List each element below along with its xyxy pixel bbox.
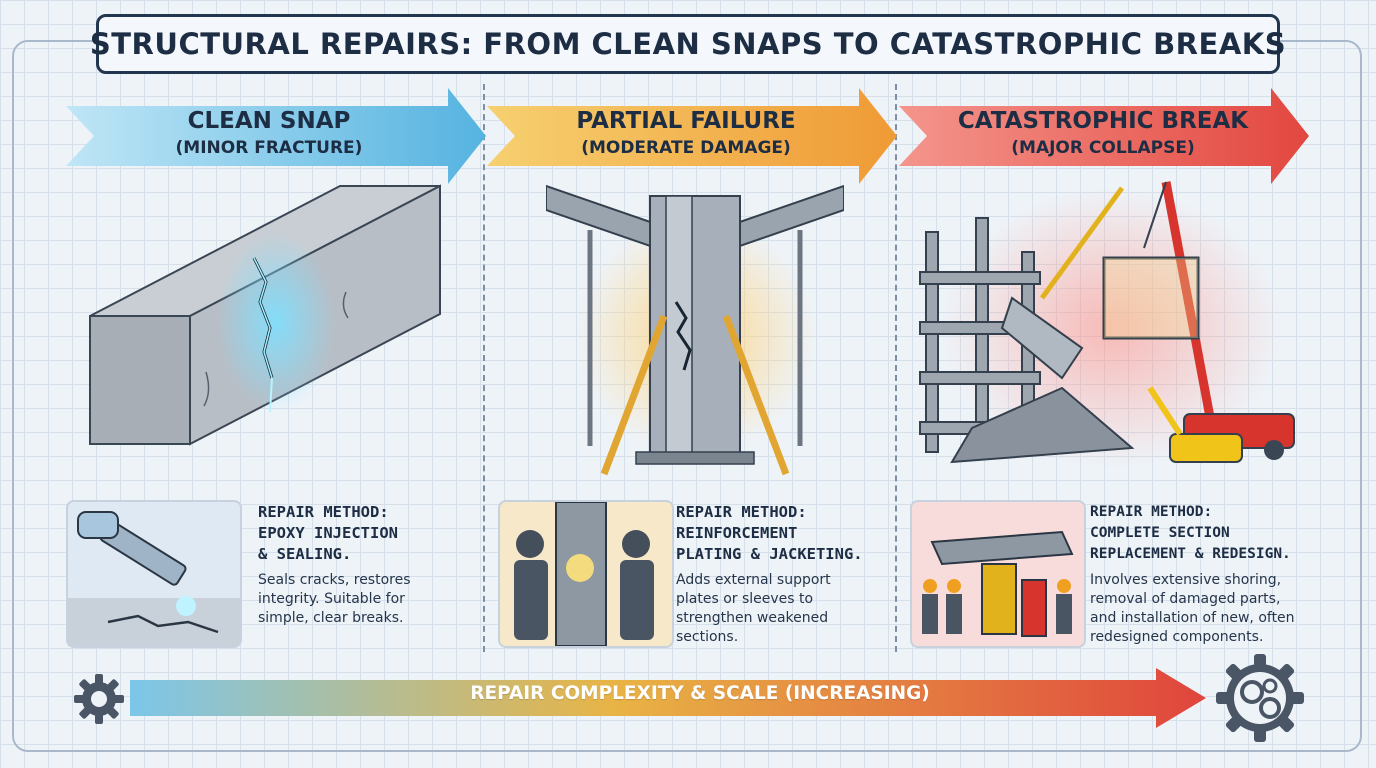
method-heading: REPAIR METHOD: COMPLETE SECTION REPLACEM… — [1090, 504, 1291, 562]
column-divider-2 — [895, 84, 897, 652]
method-description: Adds external support plates or sleeves … — [676, 572, 831, 645]
phase-title: CATASTROPHIC BREAK — [957, 108, 1249, 134]
method-text-epoxy: REPAIR METHOD: EPOXY INJECTION & SEALING… — [258, 502, 458, 628]
welder-icon — [514, 502, 654, 646]
method-text-replacement: REPAIR METHOD: COMPLETE SECTION REPLACEM… — [1090, 502, 1330, 647]
phase-label-catastrophic-break: CATASTROPHIC BREAK (MAJOR COLLAPSE) — [938, 108, 1268, 158]
section-replacement-image — [910, 500, 1086, 648]
reinforcement-plating-image — [498, 500, 674, 648]
phase-label-clean-snap: CLEAN SNAP (MINOR FRACTURE) — [104, 108, 434, 158]
page-title: STRUCTURAL REPAIRS: FROM CLEAN SNAPS TO … — [89, 27, 1287, 61]
gear-icon — [74, 674, 124, 724]
phase-subtitle: (MODERATE DAMAGE) — [581, 138, 791, 158]
complexity-label: REPAIR COMPLEXITY & SCALE (INCREASING) — [470, 683, 930, 704]
epoxy-injection-image — [66, 500, 242, 648]
method-heading: REPAIR METHOD: REINFORCEMENT PLATING & J… — [676, 503, 863, 563]
method-description: Seals cracks, restores integrity. Suitab… — [258, 572, 411, 626]
collapsed-building-illustration — [919, 181, 1295, 468]
jack-beam-icon — [922, 530, 1074, 637]
title-banner: STRUCTURAL REPAIRS: FROM CLEAN SNAPS TO … — [90, 14, 1286, 74]
phase-subtitle: (MAJOR COLLAPSE) — [1011, 138, 1195, 158]
complexity-arrow — [130, 668, 1206, 728]
gear-cluster-icon — [1216, 654, 1304, 742]
cracked-concrete-beam-illustration — [89, 184, 441, 446]
phase-arrow-clean-snap — [66, 88, 486, 184]
column-divider-1 — [483, 84, 485, 652]
phase-subtitle: (MINOR FRACTURE) — [175, 138, 363, 158]
phase-arrow-partial-failure — [487, 88, 897, 184]
phase-label-partial-failure: PARTIAL FAILURE (MODERATE DAMAGE) — [521, 108, 851, 158]
braced-steel-column-illustration — [546, 184, 844, 476]
method-description: Involves extensive shoring, removal of d… — [1090, 572, 1295, 645]
phase-title: CLEAN SNAP — [187, 108, 351, 134]
phase-title: PARTIAL FAILURE — [576, 108, 796, 134]
epoxy-gun-icon — [68, 511, 240, 646]
method-heading: REPAIR METHOD: EPOXY INJECTION & SEALING… — [258, 503, 398, 563]
method-text-reinforcement: REPAIR METHOD: REINFORCEMENT PLATING & J… — [676, 502, 886, 647]
phase-arrow-catastrophic-break — [899, 88, 1309, 184]
